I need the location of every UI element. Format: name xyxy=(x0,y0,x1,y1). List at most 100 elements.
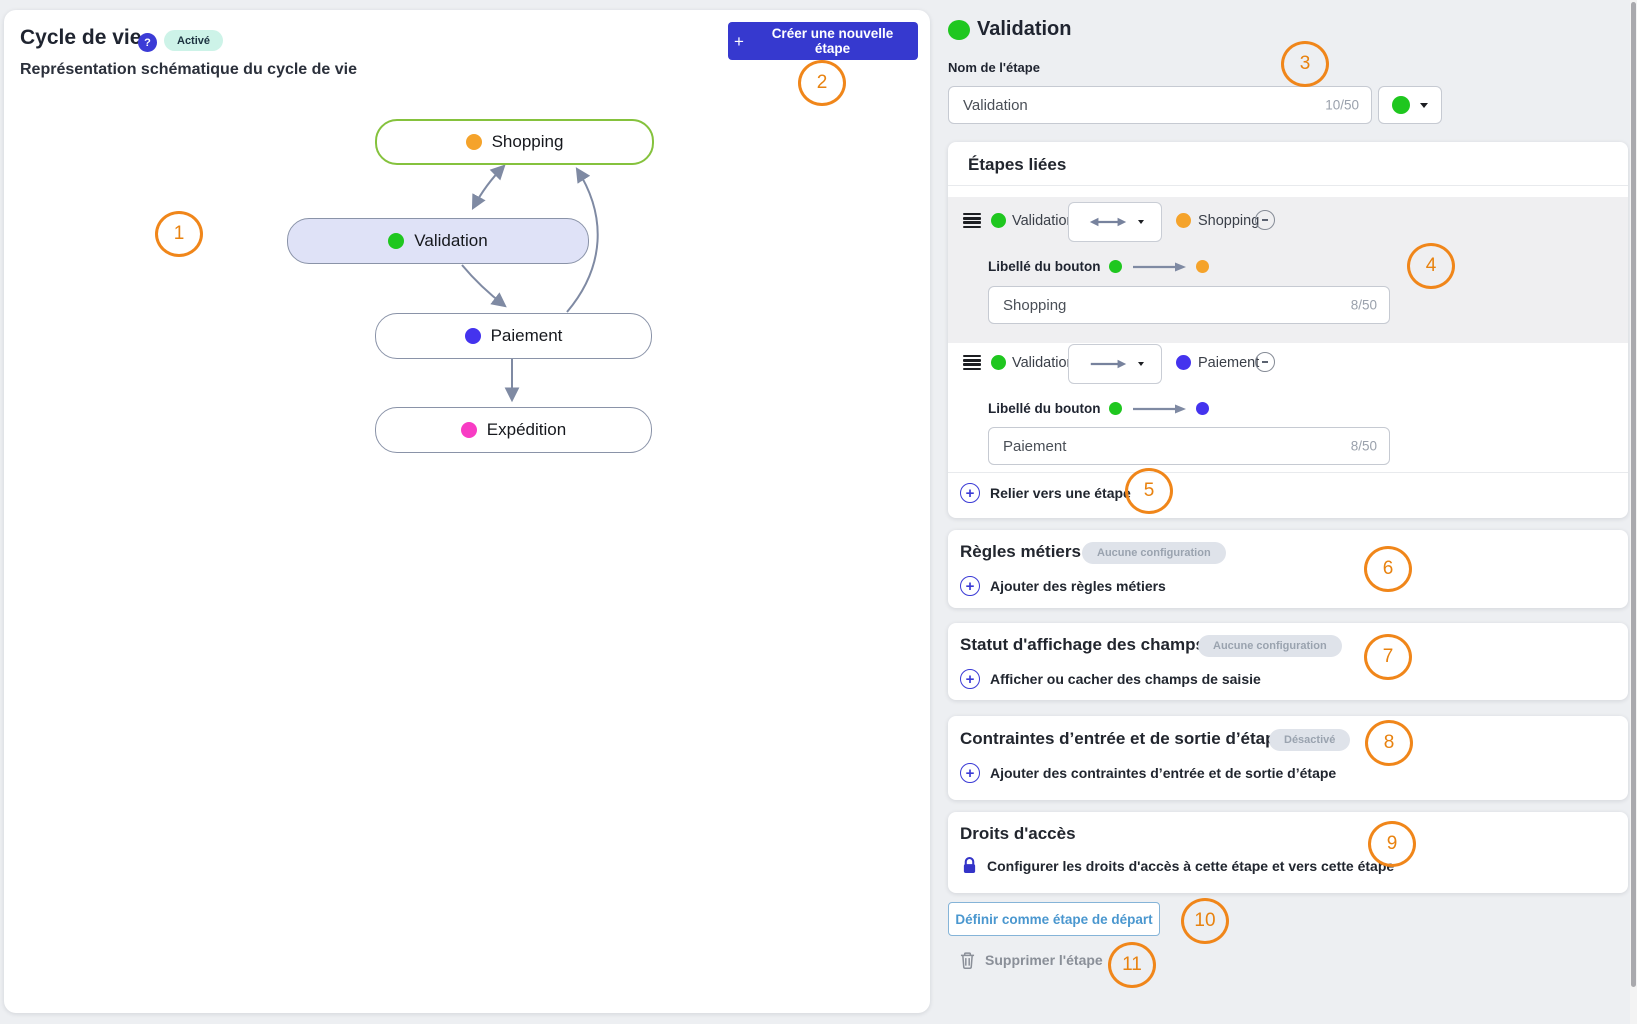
plus-circle-icon: + xyxy=(960,576,980,596)
to-step-dot xyxy=(1196,260,1210,273)
add-business-rules-label: Ajouter des règles métiers xyxy=(990,578,1166,594)
to-step-dot xyxy=(1176,213,1191,228)
access-rights-title: Droits d'accès xyxy=(960,824,1076,843)
to-step-dot xyxy=(1196,402,1210,415)
add-linked-step-label: Relier vers une étape xyxy=(990,485,1131,501)
annotation-marker-5: 5 xyxy=(1125,468,1173,514)
step-name-field-wrap: 10/50 xyxy=(948,86,1372,124)
from-step-dot xyxy=(1109,260,1123,273)
field-display-title: Statut d'affichage des champs xyxy=(960,635,1205,654)
node-label: Shopping xyxy=(491,132,564,151)
linked-steps-title: Étapes liées xyxy=(968,155,1067,174)
add-linked-step-link[interactable]: + Relier vers une étape xyxy=(960,483,1131,503)
drag-handle-icon[interactable] xyxy=(963,213,981,228)
configure-access-rights-label: Configurer les droits d'accès à cette ét… xyxy=(987,857,1395,874)
diagram-node-validation[interactable]: Validation xyxy=(287,218,589,264)
page-subtitle: Représentation schématique du cycle de v… xyxy=(20,61,358,78)
help-icon[interactable]: ? xyxy=(138,33,157,52)
arrow-right-icon xyxy=(1090,359,1127,369)
button-label-input[interactable] xyxy=(989,287,1389,323)
delete-step-link[interactable]: Supprimer l'étape xyxy=(960,951,1103,969)
plus-circle-icon: + xyxy=(960,483,980,503)
from-step-label: Validation xyxy=(1012,355,1075,371)
step-color-select[interactable] xyxy=(1378,86,1442,124)
step-color-dot xyxy=(388,233,405,249)
annotation-marker-6: 6 xyxy=(1364,546,1412,592)
annotation-marker-10: 10 xyxy=(1181,898,1229,944)
step-color-dot xyxy=(464,328,481,344)
lock-icon xyxy=(963,856,976,873)
button-label-caption-row: Libellé du bouton xyxy=(988,401,1210,416)
status-badge: Activé xyxy=(164,30,224,51)
plus-circle-icon: + xyxy=(960,763,980,783)
annotation-marker-1: 1 xyxy=(155,211,203,257)
remove-link-button[interactable] xyxy=(1255,210,1275,230)
button-label-field-wrap: 8/50 xyxy=(988,286,1390,324)
arrow-right-icon xyxy=(1133,404,1187,413)
step-color-dot xyxy=(460,422,477,438)
annotation-marker-11: 11 xyxy=(1108,942,1156,988)
step-color-dot xyxy=(465,134,482,150)
step-name-label: Nom de l'étape xyxy=(948,60,1040,75)
scrollbar-thumb[interactable] xyxy=(1631,2,1636,987)
button-label-caption-row: Libellé du bouton xyxy=(988,259,1210,274)
diagram-node-expedition[interactable]: Expédition xyxy=(375,407,652,453)
divider xyxy=(948,472,1628,473)
remove-link-button[interactable] xyxy=(1255,352,1275,372)
to-step-label: Shopping xyxy=(1198,213,1260,229)
trash-icon xyxy=(960,952,975,969)
configure-access-rights-link[interactable]: Configurer les droits d'accès à cette ét… xyxy=(962,856,1394,875)
node-label: Paiement xyxy=(490,326,563,345)
from-step-dot xyxy=(991,355,1006,370)
annotation-marker-8: 8 xyxy=(1365,720,1413,766)
button-label-caption: Libellé du bouton xyxy=(988,259,1101,274)
button-label-input[interactable] xyxy=(989,428,1389,464)
node-label: Expédition xyxy=(486,420,567,439)
plus-circle-icon: + xyxy=(960,669,980,689)
business-rules-badge: Aucune configuration xyxy=(1082,542,1226,564)
toggle-fields-link[interactable]: + Afficher ou cacher des champs de saisi… xyxy=(960,669,1261,689)
from-step-dot xyxy=(1109,402,1123,415)
toggle-fields-label: Afficher ou cacher des champs de saisie xyxy=(990,671,1261,687)
button-label-caption: Libellé du bouton xyxy=(988,401,1101,416)
to-step-label: Paiement xyxy=(1198,355,1260,371)
drag-handle-icon[interactable] xyxy=(963,355,981,370)
set-start-step-button[interactable]: Définir comme étape de départ xyxy=(948,902,1160,936)
lifecycle-canvas-card xyxy=(4,10,930,1013)
step-heading: Validation xyxy=(977,18,1072,40)
button-label-field-wrap: 8/50 xyxy=(988,427,1390,465)
annotation-marker-4: 4 xyxy=(1407,243,1455,289)
annotation-marker-3: 3 xyxy=(1281,41,1329,87)
constraints-title: Contraintes d’entrée et de sortie d’étap… xyxy=(960,729,1285,748)
button-label-counter: 8/50 xyxy=(1350,438,1377,454)
diagram-node-paiement[interactable]: Paiement xyxy=(375,313,652,359)
add-business-rules-link[interactable]: + Ajouter des règles métiers xyxy=(960,576,1166,596)
direction-select-forward[interactable] xyxy=(1068,344,1162,384)
business-rules-title: Règles métiers xyxy=(960,542,1081,561)
direction-select-bidirectional[interactable] xyxy=(1068,202,1162,242)
chevron-down-icon xyxy=(1138,362,1144,366)
create-step-button[interactable]: + Créer une nouvelle étape xyxy=(728,22,918,60)
from-step-label: Validation xyxy=(1012,213,1075,229)
to-step-dot xyxy=(1176,355,1191,370)
chevron-down-icon xyxy=(1420,102,1428,108)
arrow-both-icon xyxy=(1089,217,1127,227)
field-display-badge: Aucune configuration xyxy=(1198,635,1342,657)
diagram-node-shopping[interactable]: Shopping xyxy=(375,119,654,165)
chevron-down-icon xyxy=(1138,220,1144,224)
annotation-marker-9: 9 xyxy=(1368,821,1416,867)
annotation-marker-7: 7 xyxy=(1364,634,1412,680)
plus-icon: + xyxy=(734,31,744,51)
step-name-input[interactable] xyxy=(949,87,1371,123)
arrow-right-icon xyxy=(1133,262,1187,271)
selected-color-dot xyxy=(1392,96,1410,114)
page-title: Cycle de vie xyxy=(20,26,142,49)
annotation-marker-2: 2 xyxy=(798,60,846,106)
access-rights-card xyxy=(948,812,1628,893)
add-constraints-link[interactable]: + Ajouter des contraintes d’entrée et de… xyxy=(960,763,1336,783)
constraints-badge: Désactivé xyxy=(1269,729,1351,751)
divider xyxy=(948,185,1628,186)
node-label: Validation xyxy=(414,231,488,250)
button-label-counter: 8/50 xyxy=(1350,297,1377,313)
